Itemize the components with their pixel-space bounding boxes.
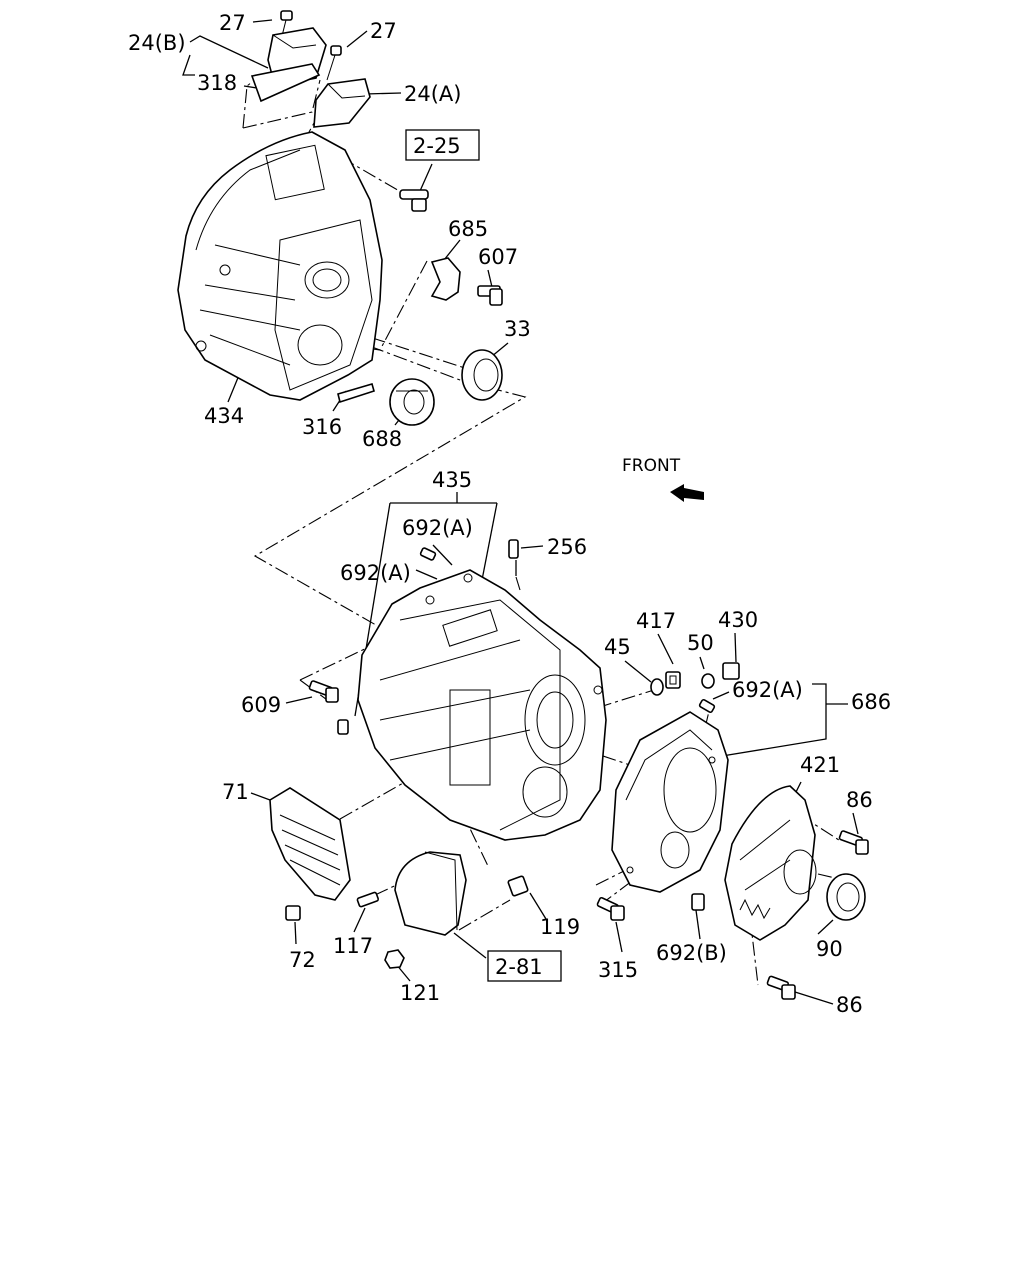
oil-seal-33 bbox=[461, 349, 503, 401]
bolt-2-25 bbox=[399, 189, 429, 212]
cover-2-81 bbox=[394, 851, 467, 936]
callout-50: 50 bbox=[687, 631, 714, 655]
stud-119 bbox=[507, 875, 529, 897]
reference-box-2-25 bbox=[405, 129, 480, 161]
callout-86-bottom: 86 bbox=[836, 993, 863, 1017]
shift-fork-685 bbox=[430, 257, 461, 301]
reference-box-2-81 bbox=[487, 950, 562, 982]
callout-33: 33 bbox=[504, 317, 531, 341]
callout-692a-right: 692(A) bbox=[732, 678, 803, 702]
callout-45: 45 bbox=[604, 635, 631, 659]
clutch-housing-434 bbox=[177, 131, 383, 401]
bracket-24a bbox=[313, 78, 371, 128]
o-ring-50 bbox=[701, 673, 715, 689]
reference-2-25: 2-25 bbox=[413, 134, 461, 158]
callout-692b: 692(B) bbox=[656, 941, 727, 965]
side-cover-71 bbox=[269, 787, 351, 901]
bolt-609 bbox=[308, 680, 339, 703]
nut-121 bbox=[384, 949, 405, 969]
bearing-688 bbox=[389, 378, 435, 426]
dowel-692b bbox=[691, 893, 705, 911]
callout-90: 90 bbox=[816, 937, 843, 961]
extension-housing-421 bbox=[724, 785, 817, 941]
callout-256: 256 bbox=[547, 535, 587, 559]
callout-27-top: 27 bbox=[219, 11, 246, 35]
callout-692a-left: 692(A) bbox=[340, 561, 411, 585]
callout-86-top: 86 bbox=[846, 788, 873, 812]
callout-71: 71 bbox=[222, 780, 249, 804]
bolt-27-right bbox=[326, 45, 342, 81]
transmission-case-435 bbox=[357, 569, 607, 841]
callout-119: 119 bbox=[540, 915, 580, 939]
callout-117: 117 bbox=[333, 934, 373, 958]
callout-686: 686 bbox=[851, 690, 891, 714]
o-ring-45 bbox=[650, 678, 664, 696]
dowel-692a-top bbox=[419, 547, 437, 561]
plug-430 bbox=[722, 662, 740, 680]
dowel-692a-right bbox=[698, 698, 716, 714]
callout-685: 685 bbox=[448, 217, 488, 241]
callout-688: 688 bbox=[362, 427, 402, 451]
bolt-86-top bbox=[838, 830, 869, 855]
callout-27-right: 27 bbox=[370, 19, 397, 43]
callout-430: 430 bbox=[718, 608, 758, 632]
callout-609: 609 bbox=[241, 693, 281, 717]
callout-316: 316 bbox=[302, 415, 342, 439]
leader-lines bbox=[182, 19, 859, 1005]
front-label: FRONT bbox=[622, 456, 681, 476]
bolt-72 bbox=[285, 905, 301, 921]
callout-24b: 24(B) bbox=[128, 31, 186, 55]
pin-256 bbox=[508, 539, 519, 559]
front-arrow-icon bbox=[670, 484, 704, 502]
callout-72: 72 bbox=[289, 948, 316, 972]
dowel-692a-left bbox=[337, 719, 349, 735]
callout-434: 434 bbox=[204, 404, 244, 428]
callout-417: 417 bbox=[636, 609, 676, 633]
callout-315: 315 bbox=[598, 958, 638, 982]
plate-316 bbox=[337, 383, 375, 404]
callout-435: 435 bbox=[432, 468, 472, 492]
bolt-86-bottom bbox=[766, 975, 796, 1000]
callout-692a-top: 692(A) bbox=[402, 516, 473, 540]
intermediate-plate-686 bbox=[611, 711, 729, 893]
callout-607: 607 bbox=[478, 245, 518, 269]
oil-seal-90 bbox=[826, 873, 866, 921]
callout-24a: 24(A) bbox=[404, 82, 461, 106]
bolt-607 bbox=[477, 285, 503, 306]
callout-421: 421 bbox=[800, 753, 840, 777]
bolt-117 bbox=[356, 891, 380, 908]
callout-318: 318 bbox=[197, 71, 237, 95]
reference-2-81: 2-81 bbox=[495, 955, 543, 979]
plug-417 bbox=[665, 671, 681, 689]
callout-121: 121 bbox=[400, 981, 440, 1005]
gasket-318 bbox=[250, 63, 321, 103]
bolt-315 bbox=[596, 897, 625, 921]
